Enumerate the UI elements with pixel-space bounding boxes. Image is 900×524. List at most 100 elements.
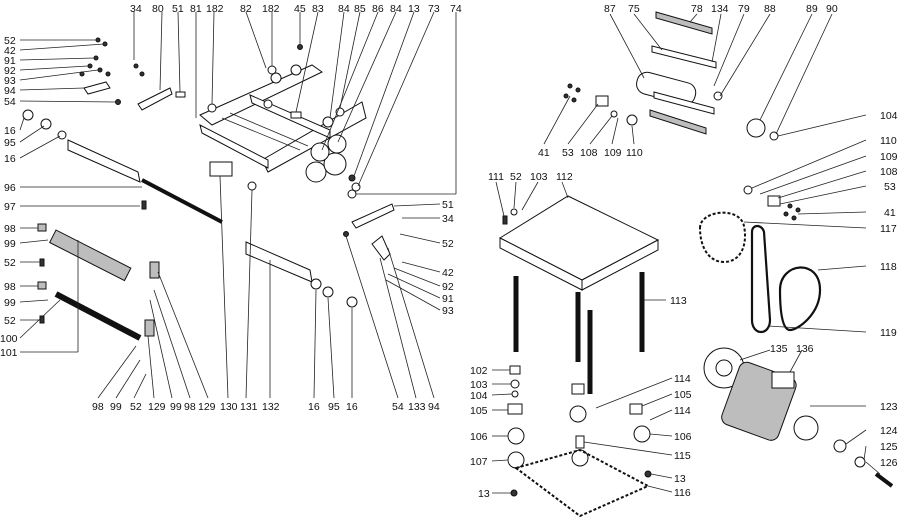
table-assembly bbox=[498, 195, 660, 518]
bearing-16b bbox=[57, 130, 67, 140]
callout: 102 bbox=[470, 365, 488, 377]
callout: 106 bbox=[674, 431, 692, 443]
callout: 52 bbox=[130, 401, 142, 413]
callout: 51 bbox=[172, 3, 184, 15]
frame-bar-front bbox=[199, 124, 269, 169]
callout: 87 bbox=[604, 3, 616, 15]
sprocket-106c bbox=[633, 425, 651, 443]
frame-hole bbox=[270, 72, 282, 84]
washer-74 bbox=[347, 189, 357, 199]
callout: 52 bbox=[510, 171, 522, 183]
bushing-182 bbox=[207, 103, 217, 113]
callout: 131 bbox=[240, 401, 258, 413]
callout: 99 bbox=[4, 238, 16, 250]
bearing-16 bbox=[22, 109, 34, 121]
callout: 109 bbox=[604, 147, 622, 159]
callout: 116 bbox=[674, 487, 691, 499]
screw-111 bbox=[502, 215, 508, 225]
fan-hub bbox=[715, 359, 733, 377]
part-83 bbox=[290, 111, 302, 119]
callout: 82 bbox=[240, 3, 252, 15]
callout-labels: 34 80 51 81 182 82 182 45 83 84 85 86 84… bbox=[0, 3, 898, 500]
callout: 114 bbox=[674, 405, 691, 417]
callout: 54 bbox=[4, 96, 16, 108]
knife-78 bbox=[655, 11, 713, 35]
callout: 96 bbox=[4, 182, 16, 194]
callout: 100 bbox=[0, 333, 18, 345]
spring-129b bbox=[144, 319, 155, 337]
callout: 134 bbox=[711, 3, 729, 15]
block-98 bbox=[37, 223, 47, 232]
callout: 91 bbox=[4, 55, 16, 67]
chip-breaker-132 bbox=[245, 241, 313, 283]
callout: 97 bbox=[4, 201, 16, 213]
callout: 108 bbox=[880, 166, 898, 178]
frame-hole bbox=[322, 116, 334, 128]
callout: 91 bbox=[442, 293, 454, 305]
washer-125 bbox=[854, 456, 866, 468]
callout: 101 bbox=[0, 347, 18, 359]
callout: 95 bbox=[4, 137, 16, 149]
spring-129 bbox=[149, 261, 160, 279]
callout: 41 bbox=[884, 207, 896, 219]
bearing-110 bbox=[626, 114, 638, 126]
callout: 16 bbox=[4, 153, 16, 165]
callout: 129 bbox=[198, 401, 216, 413]
bearing-housing-53b bbox=[767, 195, 781, 207]
callout: 13 bbox=[674, 473, 686, 485]
callout: 80 bbox=[152, 3, 164, 15]
feed-roller-101 bbox=[48, 229, 132, 282]
bushing-105c bbox=[629, 403, 643, 415]
table-112 bbox=[498, 195, 660, 281]
callout: 52 bbox=[442, 238, 454, 250]
frame-side-left bbox=[199, 64, 323, 126]
callout: 16 bbox=[4, 125, 16, 137]
lever-94 bbox=[83, 81, 111, 95]
callout: 75 bbox=[628, 3, 640, 15]
callout: 125 bbox=[880, 441, 898, 453]
bushing-105 bbox=[507, 403, 523, 415]
callout: 113 bbox=[670, 295, 687, 307]
nut-13b bbox=[510, 489, 518, 497]
callout: 124 bbox=[880, 425, 898, 437]
table-112-edge-side bbox=[581, 239, 659, 291]
callout: 110 bbox=[626, 147, 643, 159]
callout: 182 bbox=[262, 3, 280, 15]
clip-51 bbox=[175, 91, 186, 98]
roller-100 bbox=[54, 291, 142, 341]
callout: 99 bbox=[4, 297, 16, 309]
callout: 52 bbox=[4, 315, 16, 327]
callout: 84 bbox=[390, 3, 402, 15]
callout: 104 bbox=[470, 390, 488, 402]
pulley-124 bbox=[833, 439, 847, 453]
nut-102 bbox=[509, 365, 521, 375]
bushing-105b bbox=[571, 383, 585, 395]
callout: 93 bbox=[4, 75, 16, 87]
knife-holder-75 bbox=[653, 91, 715, 115]
bearing-16c bbox=[310, 278, 322, 290]
callout: 99 bbox=[170, 401, 182, 413]
callout: 86 bbox=[372, 3, 384, 15]
callout: 81 bbox=[190, 3, 202, 15]
callout: 111 bbox=[488, 171, 504, 183]
belt-118 bbox=[778, 266, 822, 332]
callout: 52 bbox=[4, 257, 16, 269]
callout: 106 bbox=[470, 431, 488, 443]
screw-45 bbox=[297, 44, 303, 50]
callout: 130 bbox=[220, 401, 238, 413]
bracket-51 bbox=[351, 203, 395, 229]
bearing-housing-53 bbox=[595, 95, 609, 107]
callout: 13 bbox=[408, 3, 420, 15]
callout: 115 bbox=[674, 450, 691, 462]
belt-119 bbox=[750, 224, 772, 334]
callout: 16 bbox=[308, 401, 320, 413]
callout: 119 bbox=[880, 327, 897, 339]
frame-hole bbox=[290, 64, 302, 76]
gear-84b bbox=[327, 134, 347, 154]
nut-13c bbox=[644, 470, 652, 478]
callout: 16 bbox=[346, 401, 358, 413]
callout: 98 bbox=[92, 401, 104, 413]
callout: 34 bbox=[130, 3, 142, 15]
leader-lines bbox=[19, 11, 881, 494]
